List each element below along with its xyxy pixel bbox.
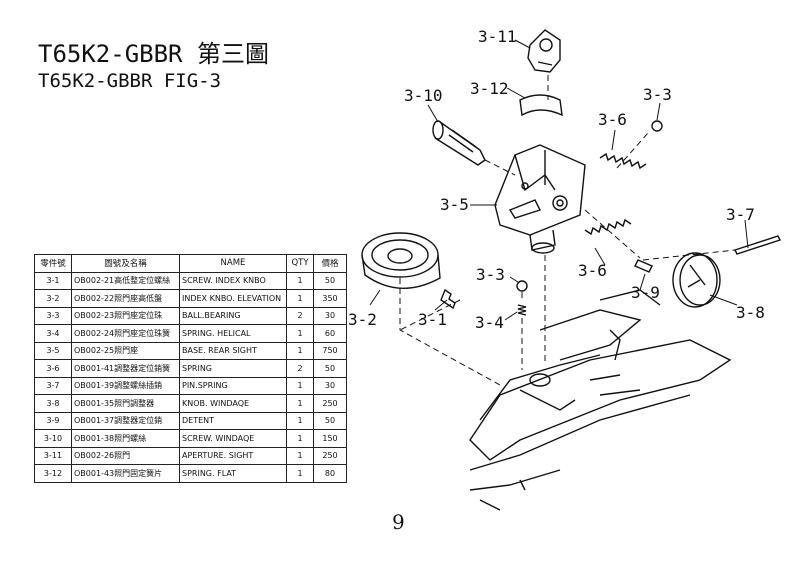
- label-3-6-lower: 3-6: [578, 261, 607, 280]
- label-3-6-upper: 3-6: [598, 110, 627, 129]
- label-3-8: 3-8: [736, 303, 765, 322]
- spring-small-drawing: [517, 304, 527, 316]
- label-3-1: 3-1: [418, 310, 447, 329]
- page-number: 9: [392, 510, 405, 534]
- cell-name: SPRING. FLAT: [179, 464, 287, 483]
- spring-upper-drawing: [599, 152, 647, 170]
- aperture-sight-drawing: [527, 29, 561, 73]
- label-3-3-lower: 3-3: [476, 265, 505, 284]
- label-3-10: 3-10: [404, 86, 443, 105]
- label-3-4: 3-4: [475, 313, 504, 332]
- cell-drawing-name: OB001-43照門固定簧片: [71, 464, 180, 483]
- windage-screw-drawing: [432, 120, 486, 166]
- label-3-2: 3-2: [348, 310, 377, 329]
- label-3-12: 3-12: [470, 79, 509, 98]
- detent-drawing: [634, 259, 653, 273]
- rear-sight-base-drawing: [494, 144, 586, 254]
- label-3-5: 3-5: [440, 195, 469, 214]
- ball-upper-drawing: [651, 120, 663, 132]
- alignment-lines: [399, 75, 736, 386]
- spring-pin-drawing: [734, 235, 781, 255]
- ball-lower-drawing: [516, 280, 528, 292]
- table-header-row: 零件號 圖號及名稱 NAME QTY 價格: [34, 254, 347, 273]
- label-3-11: 3-11: [478, 27, 517, 46]
- windage-knob-drawing: [672, 252, 721, 308]
- spring-lower-drawing: [584, 218, 632, 236]
- index-screw-drawing: [440, 288, 456, 310]
- flat-spring-drawing: [519, 94, 563, 117]
- figure-subtitle: T65K2-GBBR FIG-3: [38, 70, 222, 92]
- receiver-rail-drawing: [469, 289, 732, 511]
- leader-lines: [369, 39, 749, 321]
- label-3-7: 3-7: [726, 205, 755, 224]
- page-title: T65K2-GBBR 第三圖: [38, 40, 269, 68]
- cell-price: 80: [313, 464, 347, 483]
- label-3-9: 3-9: [631, 283, 660, 302]
- elevation-knob-drawing: [361, 232, 441, 289]
- label-3-3-upper: 3-3: [643, 85, 672, 104]
